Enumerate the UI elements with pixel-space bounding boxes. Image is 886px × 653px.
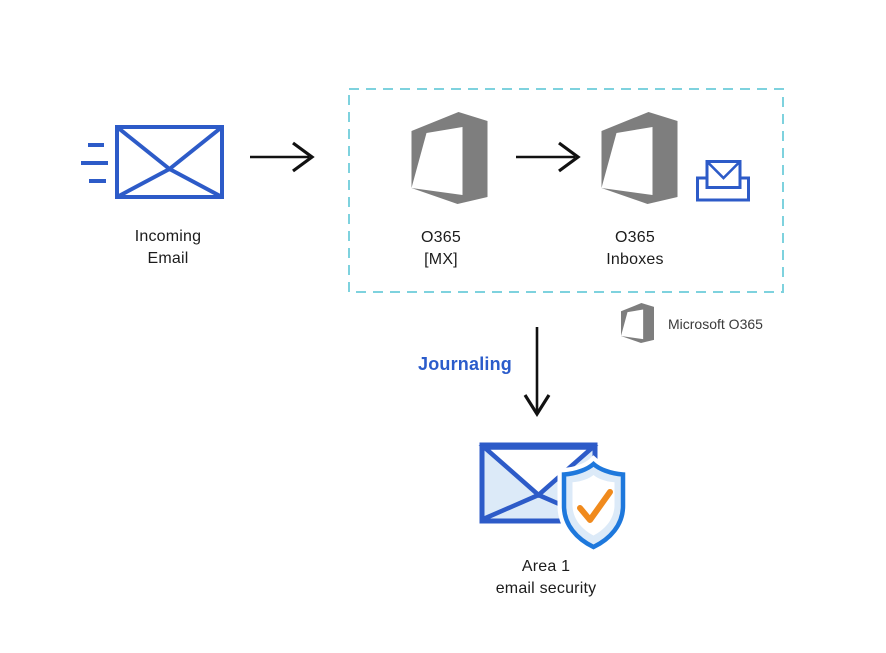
o365-mx-label: O365 [MX] — [391, 227, 491, 271]
o365-mx-label-line1: O365 — [421, 229, 461, 246]
legend-label: Microsoft O365 — [668, 316, 763, 332]
inbox-icon — [696, 160, 750, 202]
envelope-fold-right — [168, 167, 223, 199]
area1-label-line2: email security — [495, 580, 597, 597]
area1-label-line1: Area 1 — [521, 558, 571, 575]
shield-inner — [572, 475, 615, 536]
o365-boundary-box — [348, 88, 784, 293]
o365-mx-label-line2: [MX] — [424, 251, 458, 268]
arrow-down-icon — [523, 327, 551, 417]
speed-lines — [81, 143, 108, 183]
o365-inboxes-label-line1: O365 — [615, 229, 655, 246]
o365-inboxes-label-line2: Inboxes — [606, 251, 664, 268]
inbox-envelope-flap — [706, 160, 741, 180]
area1-label: Area 1 email security — [465, 556, 627, 600]
incoming-email-label-line2: Email — [147, 250, 189, 267]
arrow-right-icon — [516, 141, 581, 173]
o365-inboxes-label: O365 Inboxes — [585, 227, 685, 271]
checkmark-icon — [577, 489, 613, 523]
office365-icon-mx — [411, 112, 488, 204]
arrow-right-icon — [250, 141, 315, 173]
envelope-fold-left — [116, 167, 171, 199]
incoming-email-label-line1: Incoming — [134, 228, 202, 245]
incoming-email-label: Incoming Email — [103, 226, 233, 270]
secure-envelope-fold-left — [483, 492, 540, 521]
incoming-envelope-icon — [81, 125, 224, 199]
area1-envelope-shield-icon — [478, 442, 629, 552]
legend-office365-icon — [621, 303, 654, 343]
journaling-label: Journaling — [417, 354, 512, 374]
office365-icon-inboxes — [601, 112, 678, 204]
